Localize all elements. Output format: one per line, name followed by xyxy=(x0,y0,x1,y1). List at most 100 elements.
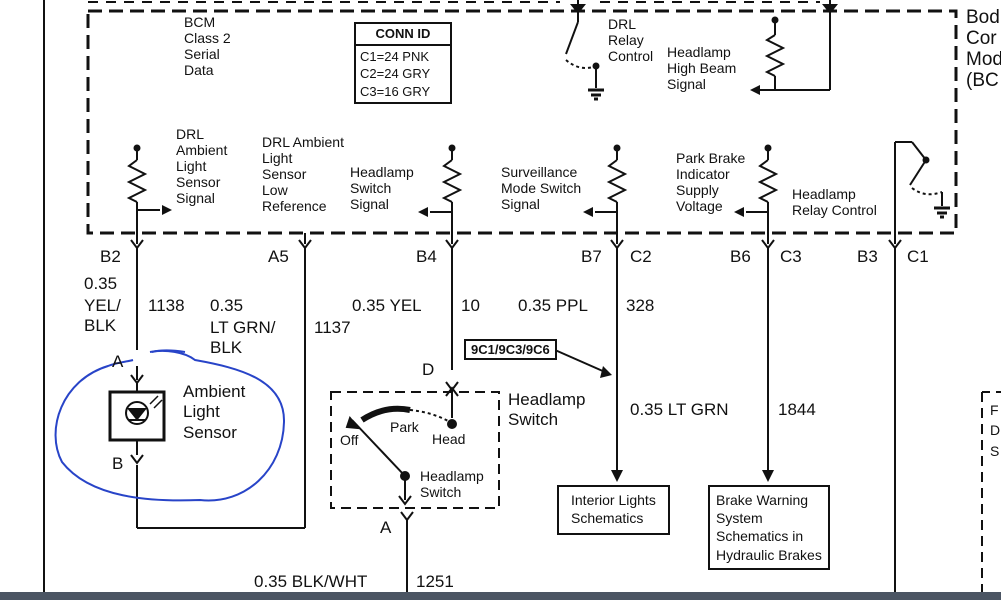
arrow-headlamp-signal xyxy=(418,207,428,217)
pin-b7: B7 xyxy=(581,247,602,266)
label-line: Data xyxy=(184,62,214,79)
conn-id-box: CONN ID C1=24 PNK C2=24 GRY C3=16 GRY xyxy=(354,22,452,105)
pin-c2: C2 xyxy=(630,247,652,266)
park-brake-supply-circuit xyxy=(746,148,779,244)
brake-warning-box[interactable]: Brake Warning System Schematics in Hydra… xyxy=(708,485,830,570)
wire-b2-color: YEL/ BLK xyxy=(84,296,121,335)
label-line: Voltage xyxy=(676,198,723,215)
arrow-high-beam xyxy=(750,85,760,95)
label-line: Sensor xyxy=(183,422,237,442)
node-1 xyxy=(133,144,141,152)
wire-b2-circuit: 1138 xyxy=(148,296,185,315)
right-partial-label: F D S xyxy=(990,400,1000,461)
conn-id-row: C2=24 GRY xyxy=(360,66,431,82)
label-line: DRL xyxy=(608,16,637,32)
drl-low-reference-label: DRL Ambient Light Sensor Low Reference xyxy=(262,134,344,214)
drl-relay-switch-arm xyxy=(565,21,579,55)
label-line: Surveillance xyxy=(501,164,578,180)
switch-park-label: Park xyxy=(390,419,419,435)
label-line: BLK xyxy=(84,315,117,335)
wire-b7-circuit: 328 xyxy=(626,296,655,315)
sensor-circle xyxy=(125,401,149,425)
label-line: Supply xyxy=(676,182,719,199)
label-line: Sensor xyxy=(176,174,221,191)
module-name-line: (BC xyxy=(966,69,999,91)
label-line: F xyxy=(990,402,999,418)
node-6 xyxy=(771,16,779,24)
label-line: BLK xyxy=(210,338,243,358)
switch-pin-a: A xyxy=(380,518,392,537)
pin-b4: B4 xyxy=(416,247,437,266)
switch-d-arrow xyxy=(445,386,459,397)
switch-pin-a-chevron xyxy=(400,511,414,522)
wire-a5-circuit: 1137 xyxy=(314,318,351,337)
switch-link xyxy=(409,409,451,423)
label-line: Reference xyxy=(262,198,327,215)
node-7 xyxy=(922,156,930,164)
conn-id-title: CONN ID xyxy=(356,24,450,46)
label-line: Brake Warning xyxy=(716,492,809,508)
label-line: Hydraulic Brakes xyxy=(716,546,822,563)
pin-c1: C1 xyxy=(907,247,929,266)
switch-a-arrow xyxy=(398,495,412,506)
module-name: Bod Cor Mod (BC xyxy=(966,7,1001,92)
node-5 xyxy=(592,62,600,70)
label-line: Relay xyxy=(608,32,644,49)
headlamp-switch-boundary xyxy=(330,391,500,509)
headlamp-relay-control-circuit xyxy=(894,141,950,244)
switch-off-label: Off xyxy=(340,432,359,448)
arrow-brake-warning xyxy=(762,470,774,482)
module-name-line: Bod xyxy=(966,7,1000,28)
pin-a5: A5 xyxy=(268,247,289,266)
wire-c3-label: 0.35 LT GRN xyxy=(630,400,729,419)
label-line: Ambient xyxy=(183,382,246,401)
label-line: Low xyxy=(262,182,288,199)
label-line: Schematics xyxy=(571,510,644,527)
label-line: Ambient xyxy=(176,142,228,159)
interior-lights-box[interactable]: Interior Lights Schematics xyxy=(557,485,670,536)
headlamp-switch-signal-label: Headlamp Switch Signal xyxy=(350,164,414,212)
park-brake-supply-label: Park Brake Indicator Supply Voltage xyxy=(676,150,745,214)
label-line: Serial xyxy=(184,46,220,63)
label-line: Switch xyxy=(420,484,462,501)
drl-relay-link xyxy=(565,59,597,69)
switch-arm-arrow xyxy=(345,415,361,430)
node-2 xyxy=(448,144,456,152)
pin-b3: B3 xyxy=(857,247,878,266)
high-beam-resistor xyxy=(764,34,786,77)
switch-head-label: Head xyxy=(432,431,466,447)
sensor-pin-b: B xyxy=(112,454,124,473)
conn-id-row: C3=16 GRY xyxy=(360,83,431,99)
surveillance-mode-label: Surveillance Mode Switch Signal xyxy=(501,164,581,212)
label-line: High Beam xyxy=(667,60,737,77)
label-line: Light xyxy=(176,158,207,175)
label-line: Signal xyxy=(350,196,389,213)
label-line: LT GRN/ xyxy=(210,318,276,337)
node-4 xyxy=(764,144,772,152)
switch-park-contact xyxy=(360,405,411,423)
bcm-serial-data-label: BCM Class 2 Serial Data xyxy=(184,14,231,78)
bottom-bar xyxy=(0,592,1001,600)
conn-id-row: C1=24 PNK xyxy=(360,48,430,64)
drl-sensor-signal-circuit xyxy=(126,148,160,244)
wire-a5-gauge: 0.35 xyxy=(210,296,244,315)
bcm-module-boundary xyxy=(86,9,958,235)
light-ray-2 xyxy=(153,399,163,409)
label-line: Headlamp xyxy=(792,186,856,202)
arrow-high-beam-top xyxy=(822,4,838,14)
wire-ground-label: 0.35 BLK/WHT xyxy=(254,572,368,591)
module-name-line: Mod xyxy=(966,48,1001,70)
ambient-light-sensor-label: Ambient Light Sensor xyxy=(183,382,245,443)
label-line: Mode Switch xyxy=(501,180,582,197)
label-line: YEL/ xyxy=(84,296,121,315)
label-line: System xyxy=(716,510,763,527)
pin-c3: C3 xyxy=(780,247,802,266)
wire-b7-label: 0.35 PPL xyxy=(518,296,588,315)
switch-pin-d: D xyxy=(422,360,435,379)
label-line: Light xyxy=(262,150,293,167)
label-line: Headlamp xyxy=(420,468,484,484)
label-line: Sensor xyxy=(262,166,307,183)
label-line: BCM xyxy=(184,14,216,30)
label-line: Schematics in xyxy=(716,528,804,545)
switch-inner-label: Headlamp Switch xyxy=(420,468,484,500)
